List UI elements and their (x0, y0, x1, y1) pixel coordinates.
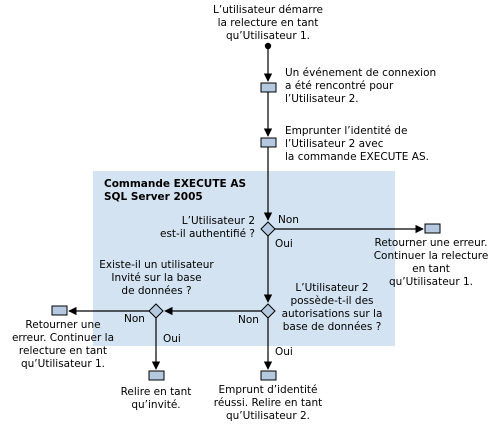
guest-no-label: Non (124, 313, 145, 325)
error-left-label: Retourner une erreur. Continuer la relec… (11, 319, 115, 370)
sql-server-panel (93, 171, 395, 346)
success-node (260, 370, 277, 381)
impersonate-node (260, 137, 277, 148)
start-label: L’utilisateur démarre la relecture en ta… (213, 4, 323, 42)
guest-node (148, 370, 165, 381)
perm-yes-label: Oui (275, 346, 293, 358)
auth-yes-label: Oui (275, 238, 293, 250)
guest-yes-label: Oui (163, 333, 181, 345)
error-node-right (424, 223, 441, 234)
success-label: Emprunt d’identité réussi. Relire en tan… (213, 384, 323, 422)
question-authenticated: L’Utilisateur 2 est-il authentifié ? (159, 215, 255, 240)
panel-title: Commande EXECUTE AS SQL Server 2005 (104, 178, 247, 203)
error-node-left (51, 305, 68, 316)
question-permissions: L’Utilisateur 2 possède-t-il des autoris… (281, 282, 383, 333)
error-right-label: Retourner une erreur. Continuer la relec… (373, 237, 489, 288)
guest-end-label: Relire en tant qu’invité. (120, 386, 192, 411)
connection-event-label: Un événement de connexion a été rencontr… (285, 67, 437, 105)
question-guest: Existe-il un utilisateur Invité sur la b… (99, 259, 214, 297)
impersonate-label: Emprunter l’identité de l’Utilisateur 2 … (285, 125, 429, 163)
connection-event-node (260, 82, 277, 93)
perm-no-label: Non (238, 314, 259, 326)
auth-no-label: Non (278, 214, 299, 226)
